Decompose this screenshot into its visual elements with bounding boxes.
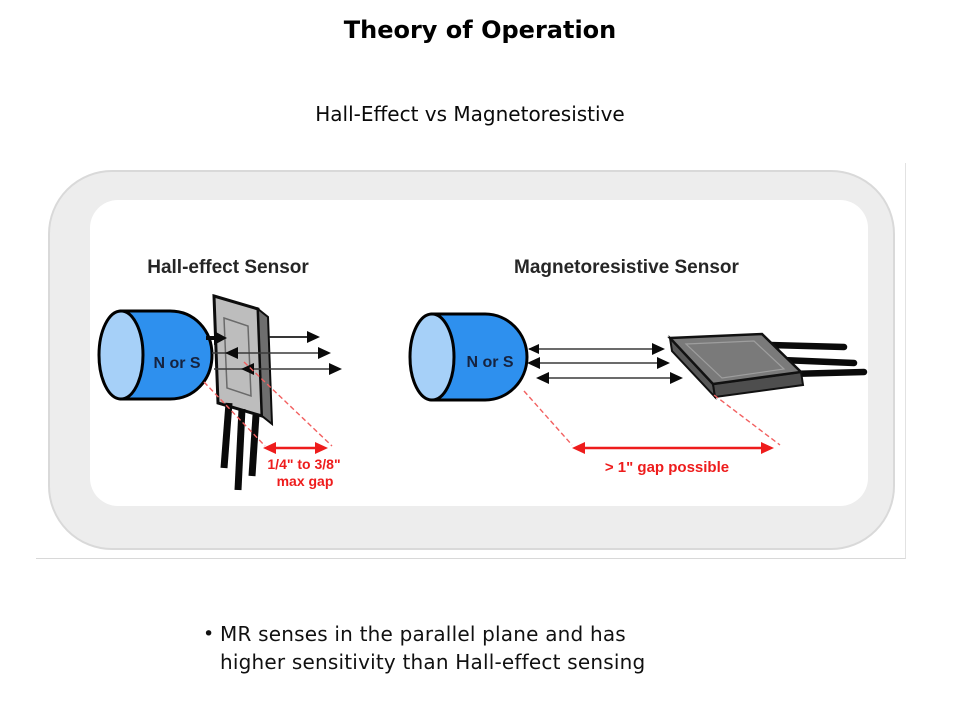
hall-gap-dimension-line2: max gap (276, 473, 334, 489)
mr-magnet (408, 312, 529, 402)
slide-title: Theory of Operation (343, 16, 617, 44)
hall-gap-annotation (203, 361, 333, 454)
sensor-comparison-diagram: Hall-effect Sensor Magnetoresistive Sens… (36, 163, 906, 559)
mr-gap-annotation (523, 390, 781, 454)
hall-sensor-label: Hall-effect Sensor (147, 257, 309, 278)
mr-package-leads (766, 341, 868, 378)
hall-field-arrows (206, 331, 342, 375)
mr-sensor-package (667, 332, 868, 401)
mr-magnet-pole-label: N or S (466, 354, 514, 371)
bullet-marker: • (203, 623, 215, 645)
mr-gap-dimension-label: > 1" gap possible (604, 459, 730, 476)
bullet-line-1: MR senses in the parallel plane and has (220, 622, 626, 646)
hall-gap-dimension-line1: 1/4" to 3/8" (267, 456, 341, 472)
hall-package-leads (220, 402, 260, 491)
diagram-drawing (97, 293, 868, 491)
hall-magnet-pole-label: N or S (153, 355, 201, 372)
slide-subtitle: Hall-Effect vs Magnetoresistive (315, 102, 625, 126)
bullet-text: MR senses in the parallel plane and has h… (220, 620, 645, 676)
hall-magnet (97, 309, 214, 401)
mr-sensor-label: Magnetoresistive Sensor (514, 257, 739, 278)
bullet-point: • MR senses in the parallel plane and ha… (203, 620, 645, 676)
bullet-line-2: higher sensitivity than Hall-effect sens… (220, 650, 646, 674)
mr-field-arrows (527, 343, 683, 384)
